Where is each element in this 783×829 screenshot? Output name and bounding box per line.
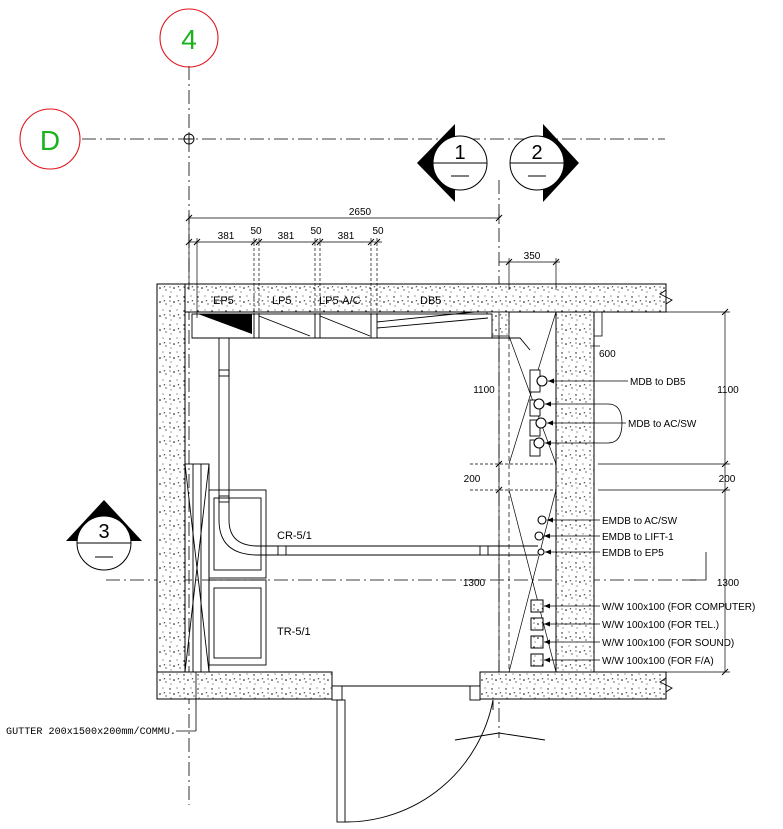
gutter-leader [176, 672, 197, 732]
equipment-label-tr: TR-5/1 [277, 626, 311, 638]
dimension-lines [188, 214, 730, 673]
cable-trunking [218, 338, 538, 556]
feed-label-mdb-acsw: MDB to AC/SW [628, 419, 697, 430]
feed-label-ww-sound: W/W 100x100 (FOR SOUND) [602, 638, 734, 649]
ww-box-sound [530, 635, 544, 649]
wall-left [156, 283, 186, 700]
wall-bottom-left [156, 671, 333, 700]
grid-label-4: 4 [181, 24, 197, 55]
walls [156, 283, 667, 700]
conduit-emdb-acsw [537, 515, 547, 525]
dim-gap-right: 200 [719, 474, 736, 485]
feed-label-mdb-db5: MDB to DB5 [630, 377, 686, 388]
section-marker-3: 3 [66, 500, 142, 571]
feed-label-emdb-acsw: EMDB to AC/SW [602, 516, 678, 527]
ep5-panel-fill [198, 314, 252, 334]
panel-label-db5: DB5 [420, 295, 441, 307]
dim-lower-right: 1300 [717, 578, 740, 589]
dim-ep-width: 381 [218, 231, 235, 242]
leader-arrows [544, 378, 554, 663]
conduit-mdb-acsw-3 [533, 437, 545, 449]
dim-lower-left: 1300 [463, 578, 486, 589]
grid-label-d: D [40, 125, 60, 156]
panel-label-lp5ac: LP5-A/C [319, 295, 361, 307]
section-label-2: 2 [531, 142, 542, 164]
dim-overall: 2650 [349, 207, 372, 218]
ww-box-tel [530, 617, 544, 631]
mdb-conduits [533, 375, 548, 449]
dimension-ticks [185, 214, 729, 676]
ww-box-fa [530, 653, 544, 667]
wall-right [555, 311, 595, 673]
grid-bubble-4: 4 [159, 8, 219, 68]
section-label-3: 3 [98, 521, 109, 543]
dim-gap-left: 200 [464, 474, 481, 485]
section-marker-1: 1 [417, 124, 488, 202]
section-label-1: 1 [454, 142, 465, 164]
door [331, 685, 546, 823]
dim-gap-1: 50 [250, 226, 262, 237]
emdb-conduits [534, 515, 547, 556]
feed-label-emdb-lift: EMDB to LIFT-1 [602, 532, 674, 543]
dim-upper-left: 1100 [473, 385, 495, 396]
comm-gutter [184, 463, 210, 673]
cabinet-cr [208, 489, 267, 579]
grid-bubble-d: D [19, 108, 81, 170]
conduit-mdb-acsw-1 [533, 398, 545, 410]
feed-label-ww-tel: W/W 100x100 (FOR TEL.) [602, 620, 719, 631]
section-flag-right [690, 552, 707, 581]
wall-break-markers [659, 284, 673, 699]
feed-label-emdb-ep5: EMDB to EP5 [602, 548, 664, 559]
section-marker-2: 2 [509, 124, 579, 202]
gutter-note: GUTTER 200x1500x200mm/COMMU. [6, 726, 176, 738]
ww-box-computer [530, 599, 544, 613]
dim-lp-width: 381 [278, 231, 295, 242]
wall-bottom-right [479, 671, 667, 700]
leader-lines [544, 380, 628, 661]
wall-top [156, 283, 667, 313]
dim-lpac-width: 381 [338, 231, 355, 242]
dim-gap-2: 50 [310, 226, 322, 237]
dim-gap-3: 50 [372, 226, 384, 237]
equipment-label-cr: CR-5/1 [277, 530, 312, 542]
feed-label-ww-computer: W/W 100x100 (FOR COMPUTER) [602, 602, 755, 613]
feed-label-ww-fa: W/W 100x100 (FOR F/A) [602, 656, 714, 667]
panel-label-lp5: LP5 [272, 295, 292, 307]
conduit-emdb-lift [534, 531, 544, 541]
panel-label-ep5: EP5 [213, 295, 234, 307]
cabinet-tr [208, 579, 267, 666]
conduit-mdb-acsw-2 [535, 417, 547, 429]
dim-upper-right: 1100 [717, 385, 739, 396]
dim-riser-width: 350 [524, 251, 541, 262]
conduit-emdb-ep5 [537, 548, 545, 556]
conduit-mdb-db5 [536, 375, 548, 387]
ww-boxes [530, 599, 544, 667]
dim-tap-600: 600 [599, 349, 616, 360]
